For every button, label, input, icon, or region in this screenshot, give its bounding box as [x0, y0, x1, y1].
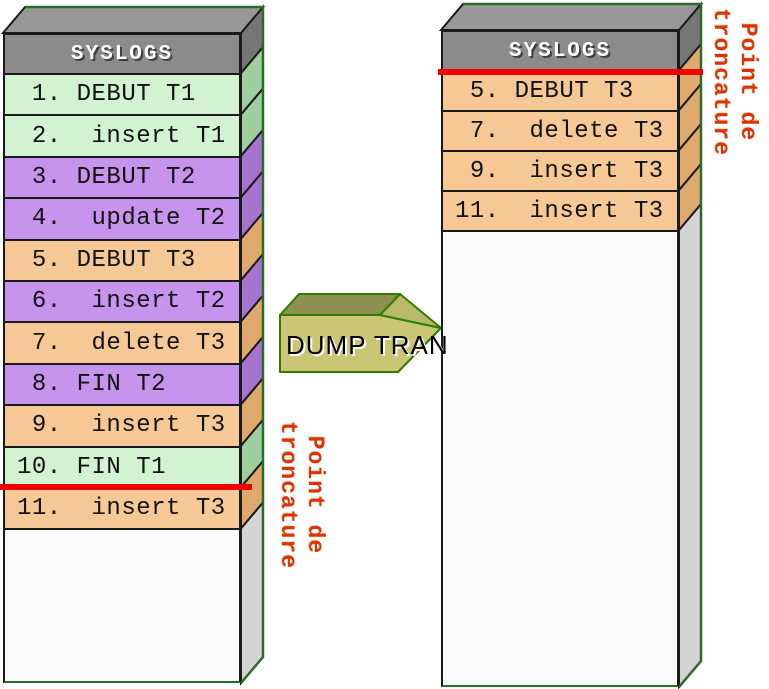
- truncation-label-after: Point de troncature: [707, 2, 761, 162]
- stack-outer-edge: [25, 5, 265, 684]
- truncation-label-line2: troncature: [275, 420, 301, 570]
- stack-outer-edge: [463, 2, 703, 688]
- log-row-label: 10. FIN T1: [17, 453, 167, 481]
- log-row: 11. insert T3: [5, 488, 239, 531]
- truncation-label-line1: Point de: [735, 22, 761, 142]
- stack-side-face: [438, 3, 704, 31]
- log-row-label: 2. insert T1: [17, 122, 226, 150]
- dump-tran-label: DUMP TRAN: [286, 330, 449, 360]
- log-row-label: 9. insert T3: [455, 157, 664, 185]
- log-row: 6. insert T2: [5, 281, 239, 324]
- log-row: 10. FIN T1: [5, 447, 239, 489]
- log-row-label: 5. DEBUT T3: [17, 246, 196, 274]
- stack-title: SYSLOGS: [5, 35, 239, 75]
- log-row-label: 11. insert T3: [455, 197, 664, 225]
- log-row-label: 3. DEBUT T2: [17, 163, 196, 191]
- log-row: 2. insert T1: [5, 116, 239, 158]
- log-row-label: 9. insert T3: [17, 412, 226, 440]
- log-row: 7. delete T3: [5, 323, 239, 365]
- truncation-line-after: [438, 69, 703, 75]
- log-row-label: 6. insert T2: [17, 288, 226, 316]
- log-row-label: 7. delete T3: [455, 117, 664, 145]
- log-row-label: 5. DEBUT T3: [455, 77, 634, 105]
- truncation-label-line1: Point de: [302, 435, 328, 555]
- stack-side-face: [0, 6, 266, 34]
- log-row: 1. DEBUT T1: [5, 75, 239, 117]
- truncation-line-before: [0, 484, 252, 490]
- truncation-label-line2: troncature: [708, 7, 734, 157]
- log-row-label: 8. FIN T2: [17, 370, 167, 398]
- truncation-label-before: Point de troncature: [274, 415, 328, 575]
- log-row: 5. DEBUT T3: [443, 72, 677, 112]
- log-row: 5. DEBUT T3: [5, 240, 239, 282]
- log-row-label: 4. update T2: [17, 205, 226, 233]
- syslogs-stack-after: SYSLOGS 5. DEBUT T3 7. delete T3 9. inse…: [441, 30, 679, 687]
- log-row: 9. insert T3: [5, 406, 239, 448]
- empty-log-space: [5, 530, 239, 681]
- log-row-label: 11. insert T3: [17, 495, 226, 523]
- stack-side-face: [678, 201, 702, 689]
- dump-tran-arrow-bevel-face: [379, 293, 442, 329]
- stack-side-face: [240, 499, 264, 686]
- log-row-label: 1. DEBUT T1: [17, 81, 196, 109]
- log-row: 4. update T2: [5, 199, 239, 241]
- log-row: 3. DEBUT T2: [5, 157, 239, 200]
- log-row: 8. FIN T2: [5, 364, 239, 407]
- stack-title: SYSLOGS: [443, 32, 677, 72]
- log-row: 9. insert T3: [443, 152, 677, 192]
- log-row: 7. delete T3: [443, 112, 677, 152]
- syslogs-stack-before: SYSLOGS 1. DEBUT T1 2. insert T1 3. DEBU…: [3, 33, 241, 683]
- empty-log-space: [443, 232, 677, 685]
- log-row-label: 7. delete T3: [17, 329, 226, 357]
- log-row: 11. insert T3: [443, 192, 677, 232]
